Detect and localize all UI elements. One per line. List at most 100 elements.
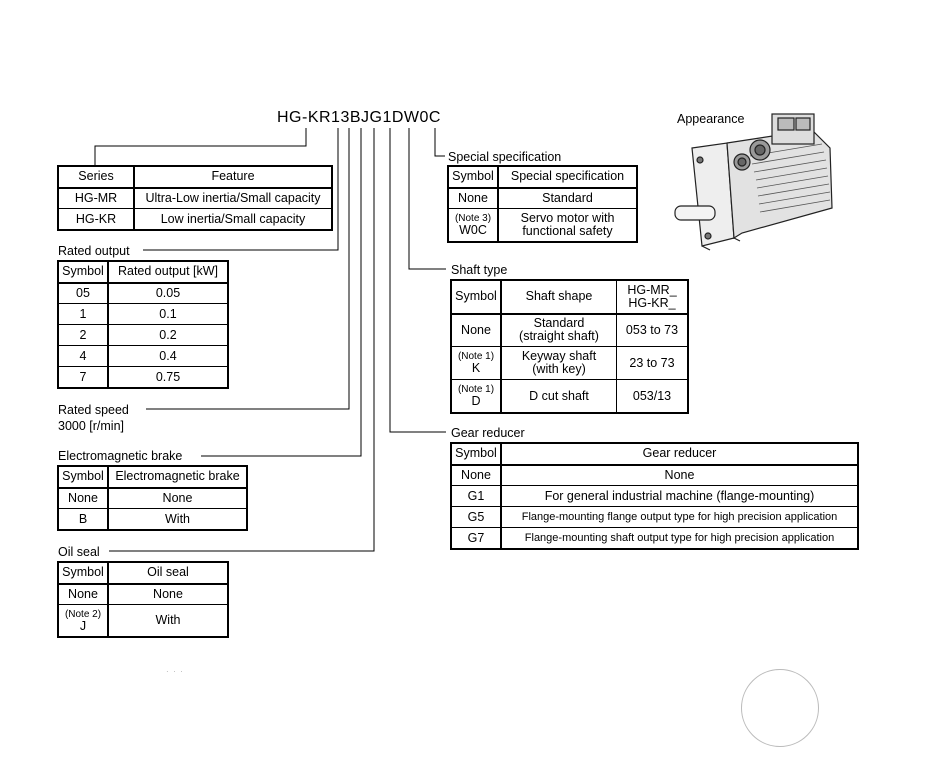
oil-seal-symbol: None (58, 583, 109, 605)
gear-value: Flange-mounting flange output type for h… (500, 506, 858, 528)
oil-seal-symbol-cell: (Note 2) J (58, 604, 109, 637)
rated-speed-value: 3000 [r/min] (58, 419, 125, 433)
shaft-note: (Note 1) (457, 384, 495, 395)
series-row-symbol: HG-KR (58, 208, 135, 230)
special-leader (434, 128, 445, 157)
rated-speed-label: Rated speed (58, 403, 129, 417)
special-value-cell: Servo motor with functional safety (497, 208, 637, 242)
shaft-range: 23 to 73 (616, 346, 688, 380)
special-header-symbol: Symbol (448, 166, 499, 189)
series-row-symbol: HG-MR (58, 187, 135, 209)
gear-symbol: G7 (451, 527, 502, 549)
shaft-shape-cell: Keyway shaft (with key) (500, 346, 617, 380)
oil-seal-value: With (107, 604, 228, 637)
shaft-shape-line1: Keyway shaft (521, 349, 597, 363)
gear-value: None (500, 464, 858, 486)
gear-header-value: Gear reducer (500, 443, 858, 466)
rated-output-leader (143, 128, 339, 251)
gear-symbol: None (451, 464, 502, 486)
shaft-shape-line2: (with key) (532, 362, 586, 376)
special-label: Special specification (448, 150, 562, 164)
oil-seal-value: None (107, 583, 228, 605)
gear-value: For general industrial machine (flange-m… (500, 485, 858, 507)
special-symbol-cell: (Note 3) W0C (448, 208, 499, 242)
series-table: Series Feature HG-MR Ultra-Low inertia/S… (57, 165, 333, 231)
rated-output-value: 0.05 (107, 282, 228, 304)
special-note: (Note 3) (454, 213, 492, 224)
rated-output-symbol: 1 (58, 303, 109, 325)
model-code: HG-KR13BJG1DW0C (277, 109, 441, 126)
brake-value: None (107, 487, 247, 509)
series-row-feature: Low inertia/Small capacity (133, 208, 332, 230)
faint-dots: · · · (166, 667, 183, 676)
special-value: Standard (497, 187, 637, 209)
series-header-symbol: Series (58, 166, 135, 189)
brake-value: With (107, 508, 247, 530)
brake-header-value: Electromagnetic brake (107, 466, 247, 489)
special-header-value: Special specification (497, 166, 637, 189)
brake-symbol: None (58, 487, 109, 509)
brake-header-symbol: Symbol (58, 466, 109, 489)
shaft-leader (408, 128, 446, 270)
oil-seal-leader (109, 128, 375, 552)
gear-label: Gear reducer (451, 426, 525, 440)
oil-seal-symbol: J (79, 618, 87, 633)
shaft-shape-cell: Standard (straight shaft) (500, 313, 617, 347)
gear-header-symbol: Symbol (451, 443, 502, 466)
rated-output-value: 0.4 (107, 345, 228, 367)
shaft-symbol: K (471, 361, 481, 375)
shaft-shape-line1: Standard (533, 316, 585, 331)
shaft-range: 053 to 73 (616, 313, 688, 347)
series-header-feature: Feature (133, 166, 332, 189)
shaft-symbol-cell: (Note 1) D (451, 379, 502, 413)
shaft-header-model-kr: HG-KR_ (628, 295, 676, 310)
rated-output-header-value: Rated output [kW] (107, 261, 228, 284)
rated-output-symbol: 4 (58, 345, 109, 367)
oil-seal-header-value: Oil seal (107, 562, 228, 585)
servo-motor-image (674, 113, 833, 251)
shaft-range: 053/13 (616, 379, 688, 413)
rated-output-value: 0.2 (107, 324, 228, 346)
series-leader (94, 128, 307, 166)
rated-output-symbol: 2 (58, 324, 109, 346)
rated-output-symbol: 05 (58, 282, 109, 304)
shaft-header-symbol: Symbol (451, 280, 502, 315)
rated-output-value: 0.75 (107, 366, 228, 388)
series-row-feature: Ultra-Low inertia/Small capacity (133, 187, 332, 209)
special-symbol: None (448, 187, 499, 209)
oil-seal-header-symbol: Symbol (58, 562, 109, 585)
shaft-header-models: HG-MR_ HG-KR_ (616, 280, 688, 315)
gear-value: Flange-mounting shaft output type for hi… (500, 527, 858, 549)
oil-seal-note: (Note 2) (64, 608, 102, 620)
rated-speed-leader (146, 128, 350, 410)
rated-output-value: 0.1 (107, 303, 228, 325)
gear-leader (389, 128, 446, 433)
shaft-header-model-mr: HG-MR_ (627, 282, 677, 297)
special-value-line2: functional safety (522, 224, 613, 238)
faint-circle (741, 669, 819, 747)
brake-label: Electromagnetic brake (58, 449, 183, 463)
shaft-symbol: None (451, 313, 502, 347)
gear-symbol: G1 (451, 485, 502, 507)
shaft-note: (Note 1) (457, 351, 495, 362)
gear-symbol: G5 (451, 506, 502, 528)
shaft-symbol-cell: (Note 1) K (451, 346, 502, 380)
rated-output-label: Rated output (58, 244, 130, 258)
shaft-header-shape: Shaft shape (500, 280, 617, 315)
rated-output-header-symbol: Symbol (58, 261, 109, 284)
oil-seal-label: Oil seal (58, 545, 100, 559)
shaft-shape-line2: (straight shaft) (519, 329, 599, 344)
rated-output-symbol: 7 (58, 366, 109, 388)
special-symbol: W0C (459, 223, 487, 237)
shaft-shape: D cut shaft (500, 379, 617, 413)
brake-leader (201, 128, 362, 457)
shaft-label: Shaft type (451, 263, 508, 277)
brake-symbol: B (58, 508, 109, 530)
shaft-table: Symbol Shaft shape HG-MR_ HG-KR_ None St… (450, 279, 689, 414)
